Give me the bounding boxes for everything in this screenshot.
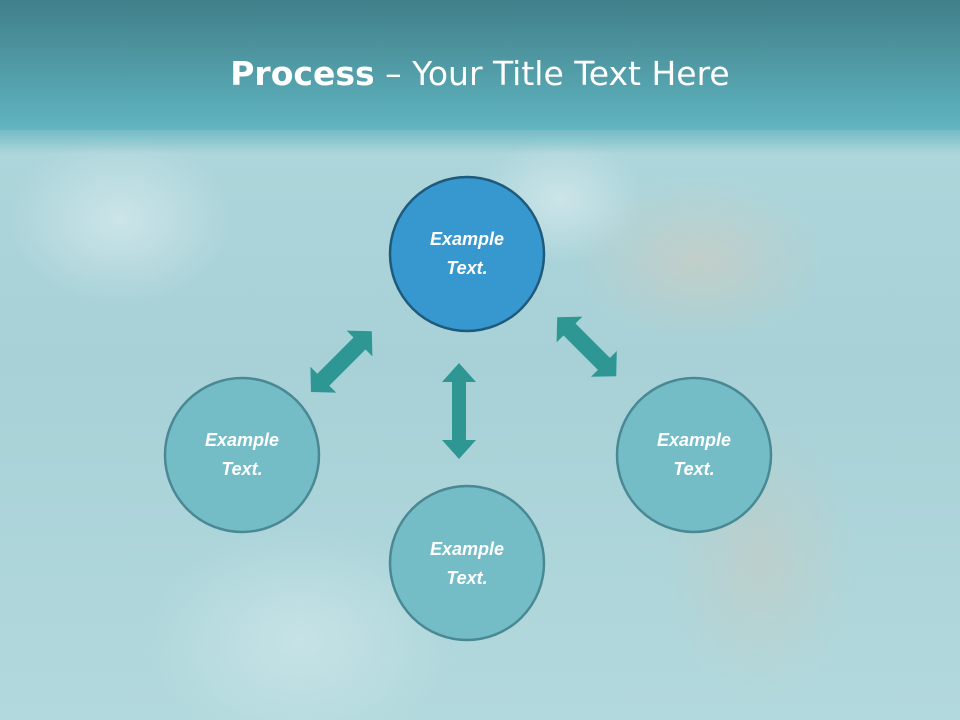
node-left-text: Example Text. [167,426,317,484]
node-top-line1: Example [429,229,505,249]
node-left-line2: Text. [221,459,263,479]
title-separator: – [374,54,413,93]
node-left-line1: Example [204,430,280,450]
node-bottom-line2: Text. [446,568,488,588]
arrow-vertical [442,363,476,459]
title-bar [0,0,960,130]
slide-title[interactable]: Process – Your Title Text Here [0,52,960,96]
node-top-circle[interactable] [388,175,546,333]
title-bold-part: Process [230,54,375,93]
node-top-line2: Text. [446,258,488,278]
title-bar-fade [0,126,960,154]
arrow-top-right [556,316,617,377]
arrow-top-left [310,330,373,393]
node-right-text: Example Text. [619,426,769,484]
node-right-line1: Example [656,430,732,450]
title-rest-part: Your Title Text Here [412,54,730,93]
node-left-circle[interactable] [163,376,321,534]
node-bottom-line1: Example [429,539,505,559]
node-right-line2: Text. [673,459,715,479]
node-right-circle[interactable] [615,376,773,534]
node-top-text: Example Text. [392,225,542,283]
node-bottom-text: Example Text. [392,535,542,593]
node-bottom-circle[interactable] [388,484,546,642]
